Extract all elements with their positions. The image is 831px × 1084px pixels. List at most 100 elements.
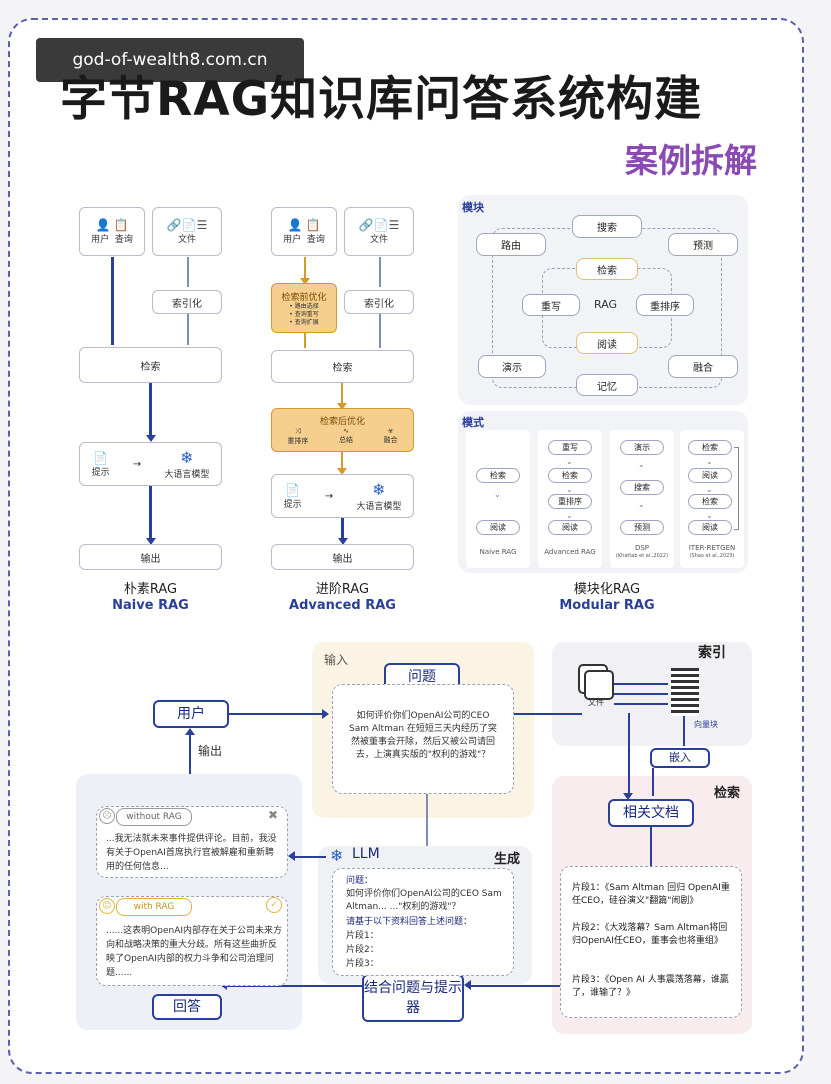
chevron-down-icon: ⌄ <box>566 511 573 520</box>
arrow-llm-output <box>290 856 326 858</box>
naive-user-query-box: 👤 📋 用户 查询 <box>79 207 145 256</box>
naive-arrow-query-retrieve <box>111 257 114 345</box>
naive-arrow-retrieve-llm <box>149 383 152 437</box>
fusion-icon: ☣ <box>387 427 394 435</box>
naive-llm-label: 大语言模型 <box>164 470 210 480</box>
naive-llm-box: 📄提示 → ❄大语言模型 <box>79 442 222 486</box>
module-predict: 预测 <box>668 233 738 256</box>
module-read: 阅读 <box>576 332 638 354</box>
arrowhead <box>623 793 633 800</box>
chevron-down-icon: ⌄ <box>706 511 713 520</box>
chevron-down-icon: ⌄ <box>706 485 713 494</box>
combine-box: 结合问题与提示器 <box>362 974 464 1022</box>
adv-pre-item: • 查询重写 <box>289 310 319 318</box>
naive-retrieve-box: 检索 <box>79 347 222 383</box>
gen-chunk: 片段3： <box>346 959 379 969</box>
answer-box: 回答 <box>152 994 222 1020</box>
arrow-docs-list <box>650 827 652 869</box>
patterns-label: 模式 <box>462 416 484 429</box>
gen-question-text: 如何评价你们OpenAI公司的CEO Sam Altman... ..."权利的… <box>346 889 502 912</box>
naive-arrow-llm-output <box>149 486 152 540</box>
docs-list-frame <box>560 866 742 1018</box>
naive-caption: 朴素RAG Naive RAG <box>79 582 222 614</box>
query-icon: 📋 <box>305 218 321 232</box>
naive-index-box: 索引化 <box>152 290 222 314</box>
sad-face-icon: ☹ <box>99 808 115 824</box>
pattern-item: 阅读 <box>688 520 732 535</box>
adv-caption-cn: 进阶RAG <box>315 582 370 597</box>
naive-output-box: 输出 <box>79 544 222 570</box>
arrowhead <box>146 435 156 442</box>
pattern-item: 检索 <box>688 440 732 455</box>
question-text-frame <box>332 684 514 794</box>
snowflake-icon: ❄ <box>372 480 386 499</box>
arrowhead <box>464 980 471 990</box>
without-rag-frame <box>96 806 288 878</box>
pattern-item: 检索 <box>548 468 592 483</box>
arrowhead <box>338 538 348 545</box>
pattern-name: Naive RAG <box>479 548 517 556</box>
arrowhead <box>300 278 310 285</box>
embed-box: 嵌入 <box>650 748 710 768</box>
arrow-vector-embed <box>683 716 685 746</box>
prompt-icon: 📄 <box>93 450 109 465</box>
modular-caption-cn: 模块化RAG <box>573 582 641 597</box>
gen-chunk: 片段2： <box>346 945 379 955</box>
pattern-iter-column: 检索 ⌄ 阅读 ⌄ 检索 ⌄ 阅读 ITER-RETGEN (Shao et a… <box>680 430 744 568</box>
doc-chunk-1: 片段1：《Sam Altman 回归 OpenAI重任CEO，硅谷演义"翻篇"闹… <box>572 883 730 906</box>
input-label: 输入 <box>324 653 349 667</box>
vector-chunks-icon <box>671 668 699 716</box>
pattern-item: 演示 <box>620 440 664 455</box>
pattern-item: 预测 <box>620 520 664 535</box>
adv-llm-box: 📄提示 → ❄大语言模型 <box>271 474 414 518</box>
adv-query-label: 查询 <box>306 235 325 245</box>
naive-caption-en: Naive RAG <box>112 598 189 613</box>
gen-chunk: 片段1： <box>346 931 379 941</box>
arrowhead <box>322 709 329 719</box>
pattern-item: 检索 <box>476 468 520 483</box>
naive-user-label: 用户 <box>91 235 110 245</box>
adv-arrow-post-llm <box>341 452 343 470</box>
naive-arrow-file-index <box>187 257 189 287</box>
adv-retrieve-box: 检索 <box>271 350 414 383</box>
arrowhead <box>337 403 347 410</box>
with-rag-label: with RAG <box>116 898 192 916</box>
watermark: god-of-wealth8.com.cn <box>36 38 304 82</box>
arrow-file-vector <box>614 703 668 705</box>
adv-user-label: 用户 <box>283 235 302 245</box>
related-docs-box: 相关文档 <box>608 799 694 827</box>
arrow-embed-docs <box>652 768 654 796</box>
adv-prompt-label: 提示 <box>283 499 302 510</box>
module-fusion: 融合 <box>668 355 738 378</box>
adv-arrow-query-pre <box>304 257 306 280</box>
user-icon: 👤 <box>95 218 111 232</box>
chevron-down-icon: ⌄ <box>638 460 645 469</box>
naive-query-label: 查询 <box>114 235 133 245</box>
module-demo: 演示 <box>478 355 546 378</box>
pattern-item: 检索 <box>688 494 732 509</box>
adv-pre-item: • 查询扩展 <box>289 318 319 326</box>
naive-prompt-label: 提示 <box>91 467 110 478</box>
adv-pre-retrieval-box: 检索前优化 • 路由选择 • 查询重写 • 查询扩展 <box>271 283 337 333</box>
index-label: 索引 <box>698 645 726 661</box>
page-title: 字节RAG知识库问答系统构建 <box>60 72 703 127</box>
module-rag-center: RAG <box>594 298 618 311</box>
arrow-file-vector <box>614 683 668 685</box>
arrow-file-vector <box>614 693 668 695</box>
adv-file-label: 文件 <box>369 235 388 245</box>
adv-llm-label: 大语言模型 <box>356 502 402 512</box>
output-label: 输出 <box>198 744 223 758</box>
modules-label: 模块 <box>462 201 484 214</box>
doc-chunk-2: 片段2：《大戏落幕？Sam Altman将回归OpenAI任CEO，董事会也将重… <box>572 923 728 946</box>
modular-caption: 模块化RAG Modular RAG <box>520 582 694 614</box>
generate-label: 生成 <box>494 852 521 867</box>
smile-face-icon: ☺ <box>99 898 115 914</box>
arrowhead <box>288 851 295 861</box>
arrow-to-docs <box>628 713 630 797</box>
arrow-right-icon: → <box>324 490 334 502</box>
pattern-item: 阅读 <box>476 520 520 535</box>
pattern-item: 搜索 <box>620 480 664 495</box>
chevron-down-icon: ⌄ <box>638 500 645 509</box>
adv-file-box: 🔗📄☰ 文件 <box>344 207 414 256</box>
pattern-dsp-column: 演示 ⌄ 搜索 ⌄ 预测 DSP (Khattab et al.,2022) <box>610 430 674 568</box>
